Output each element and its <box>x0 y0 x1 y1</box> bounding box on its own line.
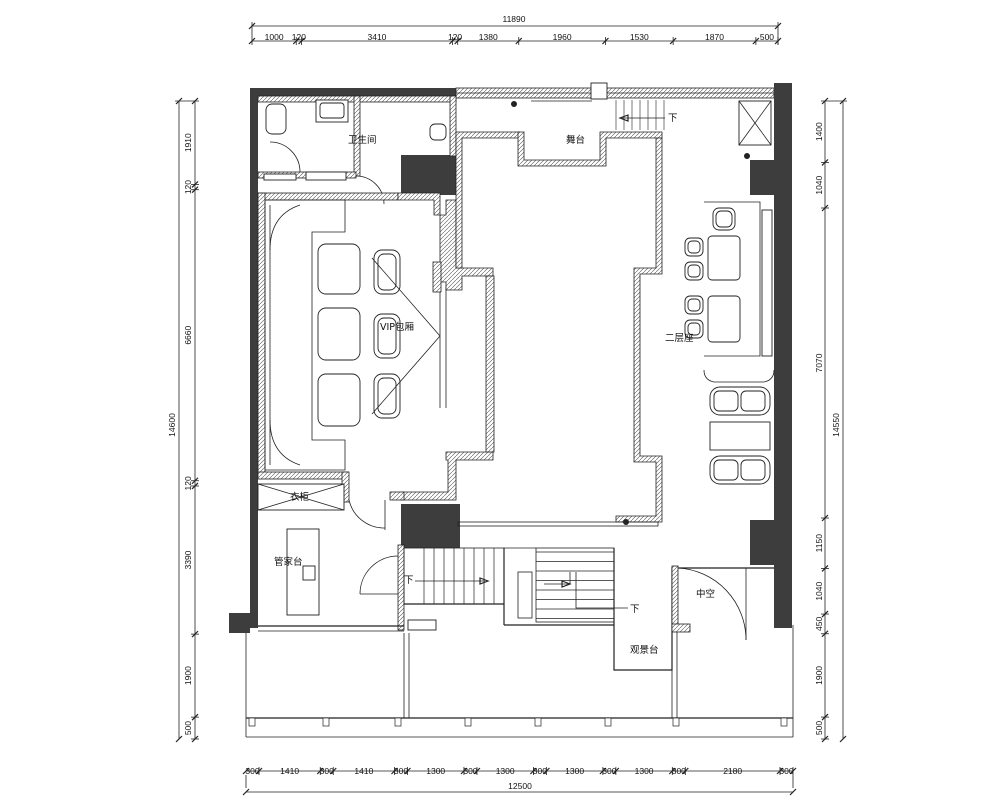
left-segment-dim: 120 <box>183 476 193 490</box>
stair-left: 下 <box>403 547 505 605</box>
top-segment-dim: 1870 <box>705 32 724 42</box>
bottom-segment-dim: 1300 <box>565 766 584 776</box>
right-segment-dim: 1040 <box>814 582 824 601</box>
restroom-label: 卫生间 <box>348 134 377 146</box>
banquette <box>761 209 773 357</box>
bottom-segment-dim: 300 <box>533 766 547 776</box>
sofa-cushion <box>317 373 361 427</box>
bottom-segment-dim: 300 <box>394 766 408 776</box>
left-segment-dim: 3390 <box>183 550 193 569</box>
top-total-dim: 11890 <box>502 14 525 24</box>
right-segment-dim: 450 <box>814 617 824 631</box>
spotlight-icon <box>744 153 750 159</box>
wardrobe-label: 衣柜 <box>290 491 310 503</box>
right-dimension-chain: 14550 1400 1040 7070 1150 1040 450 1900 500 <box>814 97 847 743</box>
table <box>707 235 741 281</box>
top-segment-dim: 3410 <box>368 32 387 42</box>
left-total-dim: 14600 <box>167 413 177 437</box>
bottom-segment-dim: 300 <box>779 766 793 776</box>
right-total-dim: 14550 <box>831 413 841 437</box>
right-segment-dim: 7070 <box>814 353 824 372</box>
right-segment-dim: 1150 <box>814 534 824 553</box>
urinal <box>429 123 447 141</box>
stair-left-down-label: 下 <box>404 575 414 586</box>
bottom-segment-dim: 300 <box>463 766 477 776</box>
atrium-label: 中空 <box>696 588 715 600</box>
outer-walls <box>229 83 792 633</box>
stair-right-down-label: 下 <box>630 604 640 615</box>
bottom-segment-dim: 2180 <box>723 766 742 776</box>
left-dimension-chain: 14600 1910 120 6660 120 3390 1900 500 <box>167 97 199 743</box>
bottom-segment-dim: 300 <box>602 766 616 776</box>
balcony-columns <box>245 625 794 738</box>
top-segment-dim: 1530 <box>630 32 649 42</box>
left-segment-dim: 1900 <box>183 666 193 685</box>
sofa-cushion <box>317 243 361 295</box>
bottom-segment-dim: 300 <box>245 766 259 776</box>
dining-table <box>709 421 771 451</box>
top-dimension-chain: 11890 1000 120 3410 120 1380 1960 1530 1870 500 <box>248 14 782 45</box>
stage-label: 舞台 <box>566 134 585 146</box>
spotlight-icon <box>511 101 517 107</box>
stair-top-down-label: 下 <box>668 113 678 124</box>
left-segment-dim: 6660 <box>183 326 193 345</box>
bottom-segment-dim: 1300 <box>426 766 445 776</box>
left-segment-dim: 1910 <box>183 133 193 152</box>
vip-room: VIP包厢 <box>257 192 495 530</box>
sofa-cushion <box>317 307 361 361</box>
right-segment-dim: 1040 <box>814 175 824 194</box>
second-floor-label: 二层座 <box>665 332 694 344</box>
right-segment-dim: 1400 <box>814 122 824 141</box>
bottom-total-dim: 12500 <box>508 781 532 791</box>
butler-area: 衣柜 管家台 <box>257 483 437 632</box>
right-segment-dim: 1900 <box>814 666 824 685</box>
bottom-segment-dim: 1300 <box>496 766 515 776</box>
left-segment-dim: 500 <box>183 721 193 735</box>
stage-area: 舞台 下 <box>455 82 750 527</box>
top-segment-dim: 1000 <box>265 32 284 42</box>
bottom-dimension-chain: 12500 300 1410 300 1410 300 1300 300 1300 300 130… <box>242 766 797 796</box>
bottom-segment-dim: 1300 <box>635 766 654 776</box>
bottom-segment-dim: 1410 <box>354 766 373 776</box>
toilet <box>265 103 287 135</box>
second-floor-seating: 二层座 <box>665 100 775 485</box>
atrium-area: 中空 观景台 <box>613 548 774 671</box>
table <box>707 295 741 343</box>
bottom-segment-dim: 1410 <box>280 766 299 776</box>
top-segment-dim: 120 <box>448 32 462 42</box>
right-segment-dim: 500 <box>814 721 824 735</box>
left-segment-dim: 120 <box>183 180 193 194</box>
top-segment-dim: 120 <box>292 32 306 42</box>
top-segment-dim: 1960 <box>553 32 572 42</box>
butler-desk-label: 管家台 <box>274 556 303 568</box>
viewing-deck-label: 观景台 <box>630 644 659 656</box>
spotlight-icon <box>623 519 629 525</box>
top-segment-dim: 500 <box>760 32 774 42</box>
top-segment-dim: 1380 <box>479 32 498 42</box>
bottom-segment-dim: 300 <box>672 766 686 776</box>
vip-room-label: VIP包厢 <box>380 321 414 333</box>
stair-right: 下 <box>503 547 640 626</box>
restroom-area: 卫生间 <box>257 95 457 205</box>
bottom-segment-dim: 300 <box>320 766 334 776</box>
